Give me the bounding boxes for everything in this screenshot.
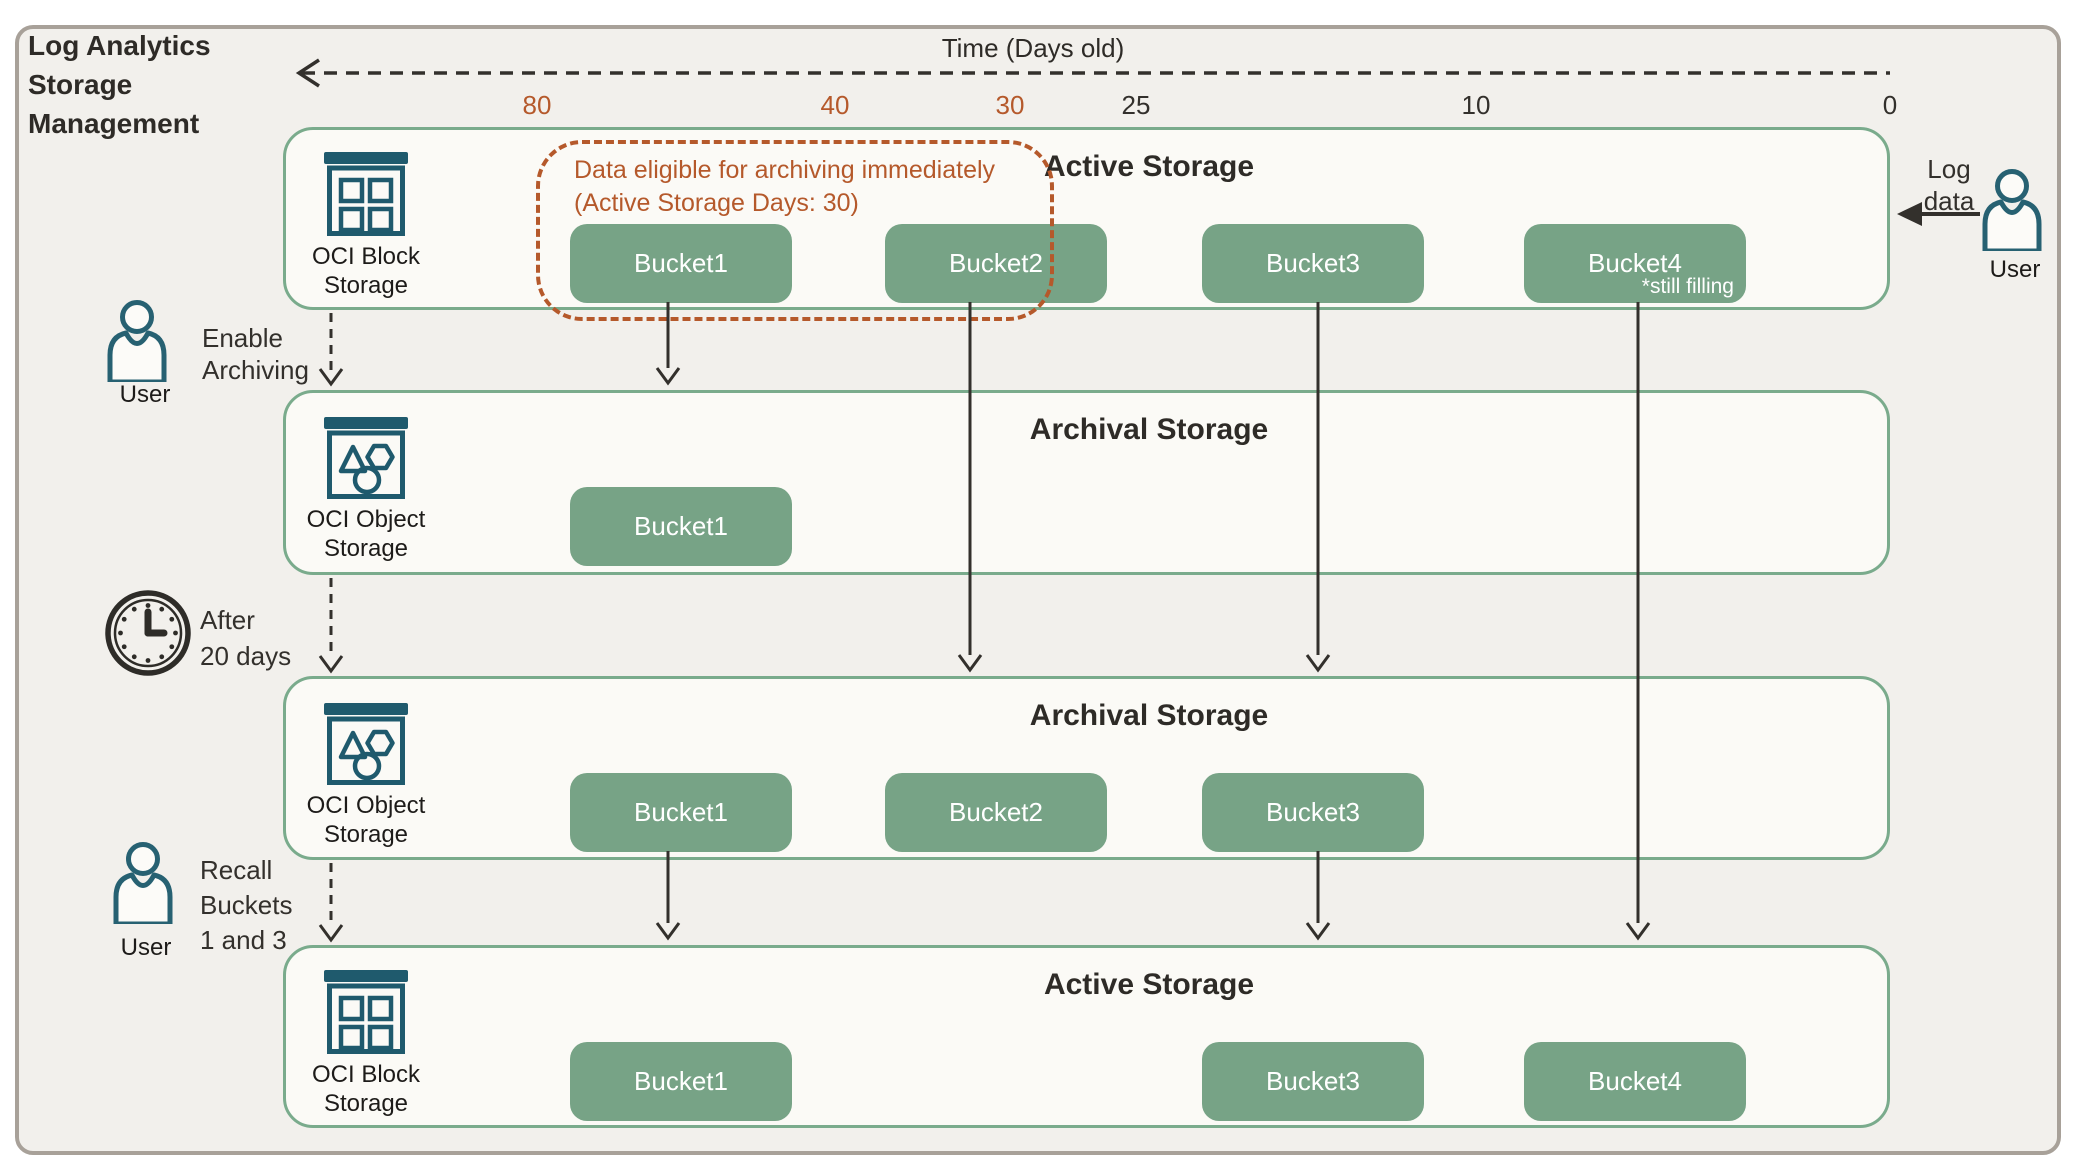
row-title: Active Storage [1043,968,1255,1001]
bucket-label: Bucket1 [634,511,728,541]
bucket-label: Bucket3 [1266,1066,1360,1096]
enable-archiving-label: Enable Archiving [202,322,309,386]
axis-tick-30: 30 [995,90,1025,120]
row-title: Archival Storage [1029,699,1269,732]
bucket-label: Bucket3 [1266,248,1360,278]
enable-archiving-line2: Archiving [202,355,309,385]
storage-service-label: OCI Block Storage [286,242,446,300]
recall-buckets-line2: Buckets [200,890,293,920]
after-20-days-line1: After [200,605,255,635]
archive-eligibility-callout: Data eligible for archiving immediately … [536,140,1054,321]
callout-line1: Data eligible for archiving immediately [574,156,996,184]
recall-buckets-line3: 1 and 3 [200,925,287,955]
bucket-label: Bucket2 [949,797,1043,827]
row4-bucket1: Bucket1 [570,1042,792,1121]
after-20-days-label: After 20 days [200,602,291,674]
storage-service-label: OCI Object Storage [286,505,446,563]
row2-bucket1: Bucket1 [570,487,792,566]
storage-service-label: OCI Object Storage [286,791,446,849]
bucket-label: Bucket2 [949,248,1043,278]
row-title: Active Storage [1043,150,1255,183]
block-storage-icon [324,152,408,236]
after-20-days-line2: 20 days [200,641,292,671]
bucket-label: Bucket3 [1266,797,1360,827]
user-caption: User [1989,256,2041,283]
user-caption: User [120,934,172,961]
clock-hour-marks [118,603,178,663]
row1-bucket2: Bucket2 [885,224,1107,303]
page-title-line2: Storage [28,69,133,100]
enable-archiving-line1: Enable [202,323,283,353]
row-title: Archival Storage [1029,413,1269,446]
log-data-line2: data [1923,186,1975,216]
recall-buckets-label: Recall Buckets 1 and 3 [200,853,293,958]
bucket-label: Bucket1 [634,1066,728,1096]
row3-bucket1: Bucket1 [570,773,792,852]
storage-service-label-line2: Storage [323,1090,409,1117]
clock-icon [105,590,191,676]
block-storage-icon [324,970,408,1054]
storage-service-label-line1: OCI Block [311,243,421,270]
storage-service-label-line2: Storage [323,821,409,848]
user-caption: User [119,381,171,408]
storage-row-active-bottom: Active Storage OCI Block Storage Bucket1… [283,945,1890,1128]
storage-service-label-line2: Storage [323,272,409,299]
page-title: Log Analytics Storage Management [28,26,211,143]
page-title-line3: Management [28,108,200,139]
storage-row-archival-first: Archival Storage OCI Object Storage Buck… [283,390,1890,575]
log-data-label: Log data [1899,153,1999,217]
bucket-label: Bucket4 [1588,1066,1682,1096]
axis-tick-0: 0 [1882,90,1898,120]
bucket-still-filling-note: *still filling [1641,275,1734,298]
row1-bucket3: Bucket3 [1202,224,1424,303]
storage-service-label-line1: OCI Object [306,506,426,533]
callout-line2: (Active Storage Days: 30) [574,189,859,217]
row1-bucket1: Bucket1 [570,224,792,303]
storage-row-archival-second: Archival Storage OCI Object Storage Buck… [283,676,1890,860]
row4-bucket4: Bucket4 [1524,1042,1746,1121]
row3-bucket3: Bucket3 [1202,773,1424,852]
time-axis-label: Time (Days old) [941,33,1125,63]
user-icon [113,842,173,924]
log-data-line1: Log [1927,154,1971,184]
row4-bucket3: Bucket3 [1202,1042,1424,1121]
bucket-label: Bucket4 [1588,248,1682,278]
recall-buckets-line1: Recall [200,855,273,885]
page-title-line1: Log Analytics [28,30,211,61]
storage-row-active-top: Active Storage OCI Block Storage Bucket1… [283,127,1890,310]
axis-tick-40: 40 [820,90,850,120]
storage-service-label-line1: OCI Object [306,792,426,819]
storage-service-label: OCI Block Storage [286,1060,446,1118]
axis-tick-10: 10 [1461,90,1491,120]
object-storage-icon [324,703,408,785]
storage-service-label-line2: Storage [323,535,409,562]
row1-bucket4: Bucket4 *still filling [1524,224,1746,303]
storage-service-label-line1: OCI Block [311,1061,421,1088]
bucket-label: Bucket1 [634,797,728,827]
bucket-label: Bucket1 [634,248,728,278]
axis-tick-80: 80 [522,90,552,120]
user-icon [107,300,167,382]
object-storage-icon [324,417,408,499]
row3-bucket2: Bucket2 [885,773,1107,852]
user-icon [1982,169,2042,251]
axis-tick-25: 25 [1121,90,1151,120]
